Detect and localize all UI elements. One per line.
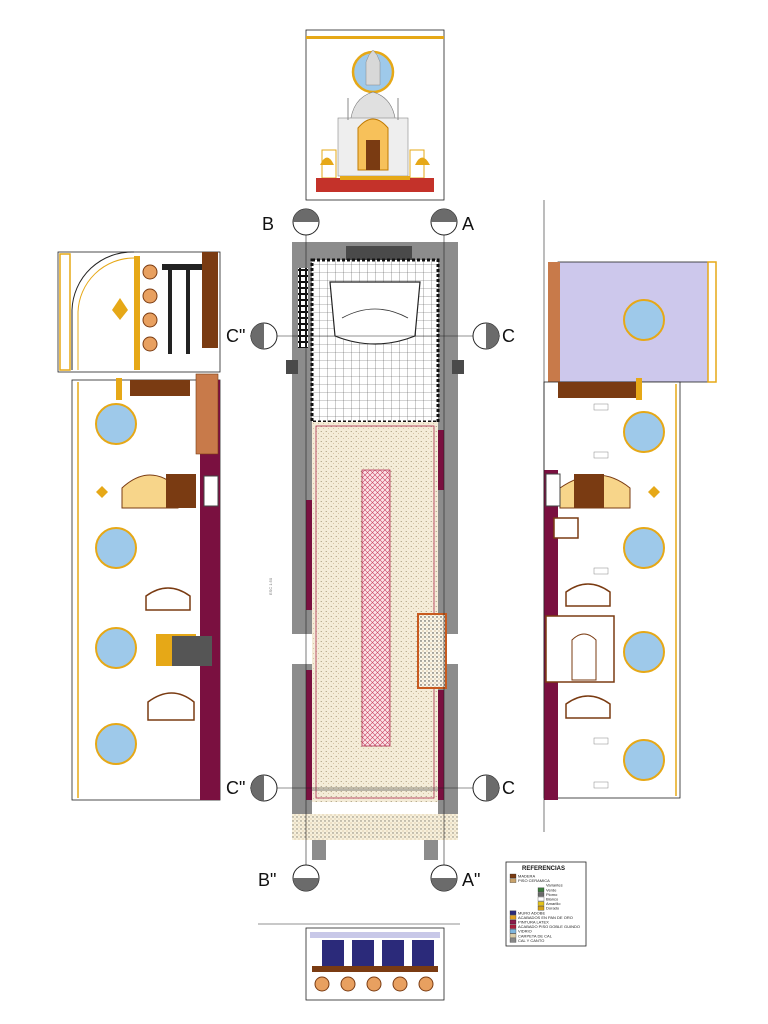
- central-carpet: [361, 469, 391, 747]
- east-wall-upper: [438, 242, 458, 634]
- legend-label: Plomo: [546, 892, 558, 897]
- floor-plan: [286, 242, 464, 860]
- entrance-facade-bottom: [258, 923, 460, 1001]
- legend-label: Amarillo: [546, 901, 561, 906]
- legend-label: ACABADO PISO DOBLE GUINDO: [518, 924, 580, 929]
- section-marker-c2-upper-left: C": [226, 322, 278, 350]
- legend-label: PINTURA LATEX: [518, 920, 549, 925]
- legend-label: MURO ADOBE: [518, 910, 545, 915]
- legend-label: PISO CERAMICA: [518, 878, 550, 883]
- section-label: A": [462, 870, 480, 890]
- legend-label: VIDRIO: [518, 929, 532, 934]
- legend-swatch: [509, 929, 517, 934]
- section-lines: [250, 212, 500, 880]
- legend-swatch: [537, 906, 545, 911]
- legend-label: Variantes: [546, 883, 563, 888]
- legend-swatch: [509, 938, 517, 943]
- side-niche: [417, 613, 447, 689]
- legend-swatch: [537, 896, 545, 902]
- legend-swatch: [509, 924, 517, 929]
- legend-label: CARPETA DE CAL: [518, 933, 553, 938]
- legend-label: Blanco: [546, 897, 559, 902]
- left-elevation: [57, 251, 221, 801]
- legend-swatch: [509, 910, 517, 915]
- legend-swatch: [537, 892, 545, 897]
- section-marker-a-top: A: [430, 208, 474, 236]
- section-label: C": [226, 778, 245, 798]
- legend-swatch: [537, 901, 545, 906]
- legend-label: Dorado: [546, 906, 560, 911]
- legend-label: CAL Y CANTO: [518, 938, 544, 943]
- legend-swatch: [509, 873, 517, 879]
- altar-table: [329, 281, 421, 345]
- section-label: B: [262, 214, 274, 234]
- legend-label: ACABADOS EN PAN DE ORO: [518, 915, 573, 920]
- legend-swatch: [509, 919, 517, 925]
- section-marker-b-top: B: [262, 208, 320, 236]
- scale-note: ESC 1:50: [268, 577, 273, 595]
- legend-swatch: [509, 933, 517, 938]
- legend-label: Verde: [546, 887, 557, 892]
- legend-swatch: [509, 878, 517, 883]
- legend-label: MADERA: [518, 874, 535, 879]
- section-marker-c2-lower-left: C": [226, 774, 278, 802]
- legend-swatch: [537, 887, 545, 892]
- section-marker-c-upper-right: C: [472, 322, 515, 350]
- section-label: C: [502, 326, 515, 346]
- altar-elevation-top: [305, 29, 445, 201]
- section-marker-a2-bottom: A": [430, 864, 480, 892]
- section-marker-b2-bottom: B": [258, 864, 320, 892]
- right-elevation: [543, 200, 717, 832]
- section-label: C: [502, 778, 515, 798]
- legend-swatch: [509, 915, 517, 920]
- section-label: C": [226, 326, 245, 346]
- section-label: B": [258, 870, 276, 890]
- section-label: A: [462, 214, 474, 234]
- legend-title: REFERENCIAS: [522, 866, 565, 872]
- section-marker-c-lower-right: C: [472, 774, 515, 802]
